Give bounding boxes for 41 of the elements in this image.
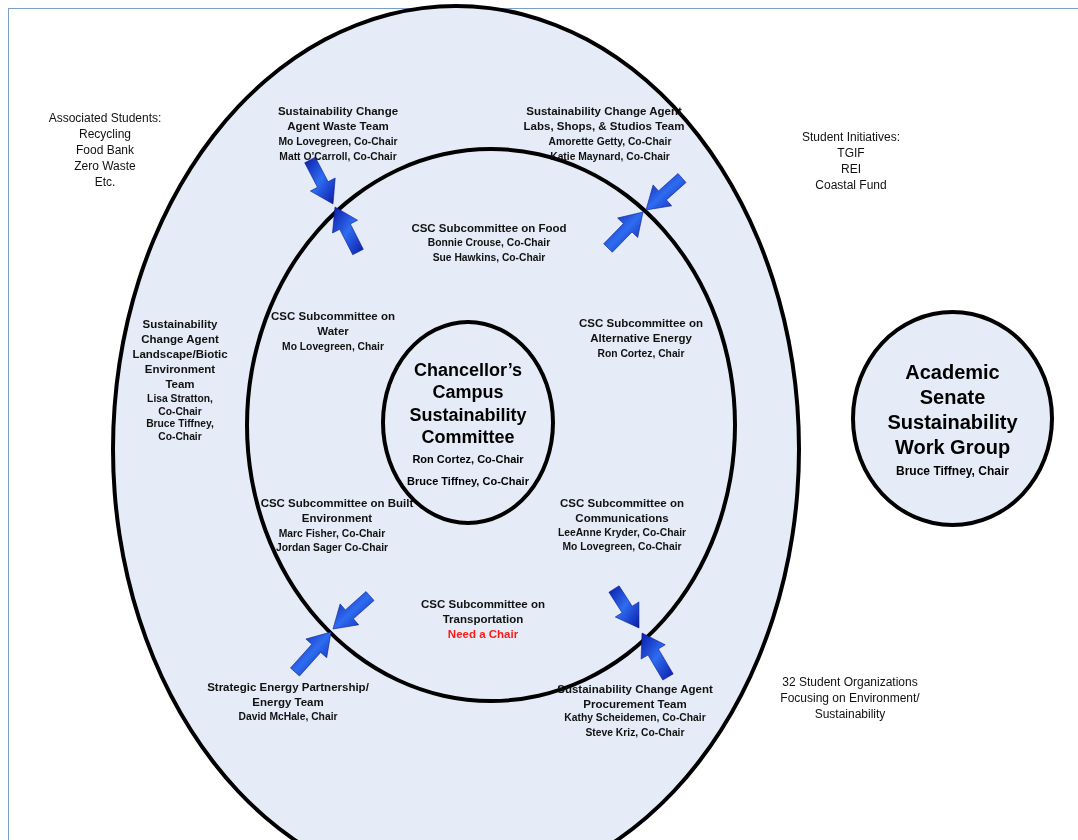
group-heading: Strategic Energy Partnership/ Energy Team	[206, 680, 370, 710]
member-name: Steve Kriz, Co-Chair	[584, 726, 686, 740]
member-name: David McHale, Chair	[237, 710, 339, 724]
member-name: Marc Fisher, Co-Chair	[277, 527, 387, 541]
member-name: Kathy Scheidemen, Co-Chair	[563, 711, 707, 725]
group-heading: CSC Subcommittee on Food	[410, 221, 568, 236]
note-text: REI	[840, 161, 862, 177]
member-name: Mo Lovegreen, Co-Chair	[277, 135, 399, 149]
note-text: Etc.	[93, 174, 117, 190]
chair-name: Bruce Tiffney, Chair	[896, 463, 1009, 478]
note-text: 32 Student Organizations Focusing on Environment/ Sustainability	[779, 674, 921, 722]
group-heading: CSC Subcommittee on Built Environment	[259, 496, 415, 526]
committee-title: Chancellor’s Campus Sustainability Committee	[408, 358, 528, 449]
group-heading: Sustainability Change Agent Landscape/Biotic Environment Team	[131, 317, 229, 392]
member-name: Lisa Stratton, Co-Chair	[146, 393, 214, 418]
member-name: Bruce Tiffney, Co-Chair	[145, 418, 215, 443]
group-heading: Sustainability Change Agent Waste Team	[276, 104, 400, 134]
group-heading: CSC Subcommittee on Transportation	[420, 597, 546, 627]
group-heading: CSC Subcommittee on Alternative Energy	[578, 316, 704, 346]
note-text: Coastal Fund	[814, 177, 888, 193]
group-heading: CSC Subcommittee on Communications	[559, 496, 685, 526]
member-name: Jordan Sager Co-Chair	[274, 541, 390, 555]
member-name: Mo Lovegreen, Chair	[281, 340, 385, 354]
member-name: Matt O’Carroll, Co-Chair	[278, 150, 398, 164]
note-text: Food Bank	[74, 142, 135, 158]
member-name: Amorette Getty, Co-Chair	[547, 135, 673, 149]
chair-name: Bruce Tiffney, Co-Chair	[407, 474, 529, 487]
member-name: LeeAnne Kryder, Co-Chair	[556, 526, 688, 540]
member-name: Sue Hawkins, Co-Chair	[431, 251, 547, 265]
chair-name: Ron Cortez, Co-Chair	[412, 452, 524, 465]
note-text: Recycling	[78, 126, 132, 142]
group-heading: CSC Subcommittee on Water	[270, 309, 396, 339]
note-text: Zero Waste	[73, 158, 137, 174]
member-name: Mo Lovegreen, Co-Chair	[561, 540, 683, 554]
committee-title: Academic Senate Sustainability Work Group	[887, 359, 1018, 460]
note-text: TGIF	[836, 145, 866, 161]
member-name: Ron Cortez, Chair	[596, 347, 686, 361]
note-text: Associated Students:	[47, 110, 163, 126]
member-name: Bonnie Crouse, Co-Chair	[426, 236, 552, 250]
vacancy-note: Need a Chair	[446, 627, 520, 642]
note-text: Student Initiatives:	[800, 129, 902, 145]
